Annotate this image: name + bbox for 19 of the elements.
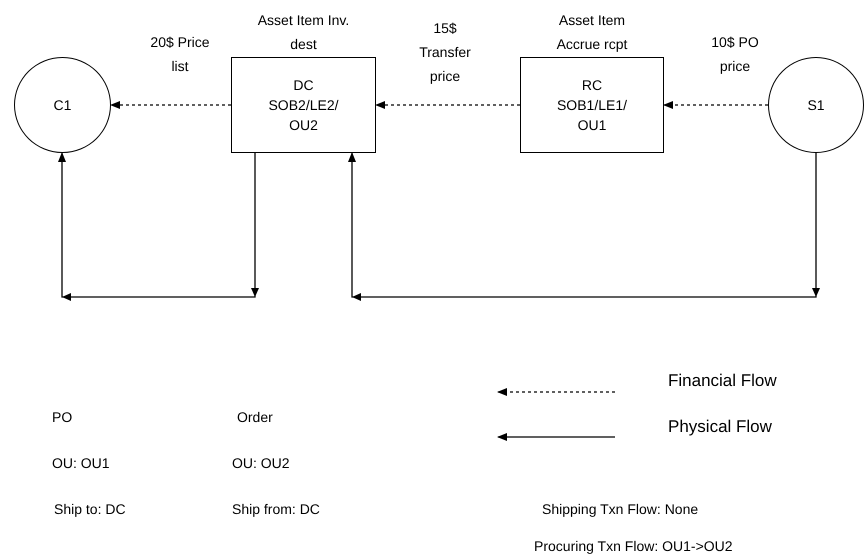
edge-label: 15$ Transfer price bbox=[418, 19, 472, 86]
edge-label: 10$ PO price bbox=[710, 33, 760, 76]
note-text: Order bbox=[237, 409, 273, 425]
legend-text: Financial Flow bbox=[668, 371, 777, 391]
node-heading: Asset Item Inv. dest bbox=[256, 11, 350, 54]
legend-text: Physical Flow bbox=[668, 417, 772, 437]
edge-label: 20$ Price list bbox=[149, 33, 211, 76]
node-label: C1 bbox=[52, 96, 72, 115]
note-text: OU: OU2 bbox=[232, 455, 290, 471]
node-label: RC SOB1/LE1/ OU1 bbox=[556, 76, 628, 135]
note-text: Ship from: DC bbox=[232, 501, 320, 517]
note-text: Ship to: DC bbox=[54, 501, 126, 517]
node-heading: Asset Item Accrue rcpt bbox=[556, 11, 628, 54]
note-text: Procuring Txn Flow: OU1->OU2 bbox=[534, 538, 733, 554]
node-label: S1 bbox=[806, 96, 826, 115]
note-text: PO bbox=[52, 409, 72, 425]
note-text: OU: OU1 bbox=[52, 455, 110, 471]
note-text: Shipping Txn Flow: None bbox=[542, 501, 698, 517]
node-label: DC SOB2/LE2/ OU2 bbox=[267, 76, 340, 135]
